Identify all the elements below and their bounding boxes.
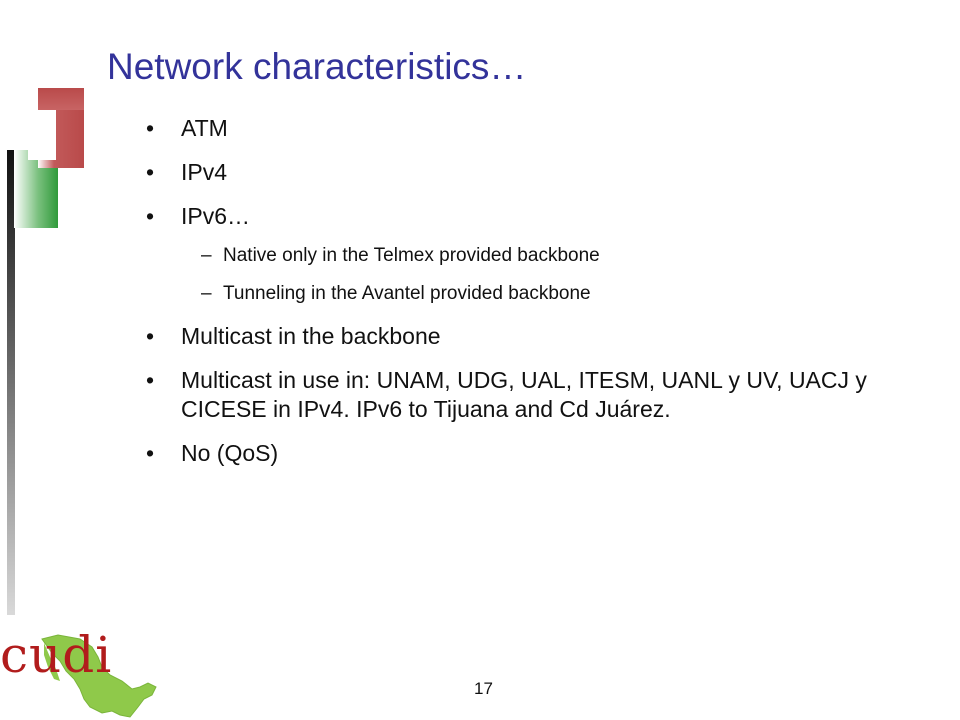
decorative-bar-black <box>7 150 15 615</box>
bullet-text: IPv4 <box>181 159 228 185</box>
decorative-bar-white <box>28 110 56 160</box>
sub-bullet-text: Native only in the Telmex provided backb… <box>223 245 600 266</box>
bullet-item: • IPv6… <box>146 202 906 231</box>
sub-bullet-mark: – <box>201 245 212 266</box>
bullet-mark: • <box>146 115 155 141</box>
bullet-text: ATM <box>181 115 228 141</box>
bullet-list: • ATM • IPv4 • IPv6… – Native only in th… <box>146 114 906 483</box>
bullet-text: Multicast in use in: UNAM, UDG, UAL, ITE… <box>181 367 867 422</box>
bullet-item: • Multicast in the backbone <box>146 322 906 351</box>
slide-title: Network characteristics… <box>107 46 527 87</box>
bullet-text: IPv6… <box>181 203 251 229</box>
cudi-logo: cudi <box>0 626 113 684</box>
bullet-mark: • <box>146 203 155 229</box>
bullet-mark: • <box>146 367 155 393</box>
bullet-mark: • <box>146 440 155 466</box>
sub-bullet-mark: – <box>201 283 212 304</box>
sub-bullet-item: – Native only in the Telmex provided bac… <box>146 244 906 268</box>
bullet-text: No (QoS) <box>181 440 279 466</box>
mexico-map-icon <box>41 634 157 718</box>
bullet-mark: • <box>146 159 155 185</box>
sub-bullet-text: Tunneling in the Avantel provided backbo… <box>223 283 591 304</box>
decorative-bar-red-top <box>38 88 84 110</box>
bullet-text: Multicast in the backbone <box>181 323 441 349</box>
bullet-item: • Multicast in use in: UNAM, UDG, UAL, I… <box>146 366 906 424</box>
bullet-mark: • <box>146 323 155 349</box>
bullet-item: • IPv4 <box>146 158 906 187</box>
bullet-item: • ATM <box>146 114 906 143</box>
sub-bullet-item: – Tunneling in the Avantel provided back… <box>146 282 906 306</box>
page-number: 17 <box>474 679 493 698</box>
bullet-item: • No (QoS) <box>146 439 906 468</box>
